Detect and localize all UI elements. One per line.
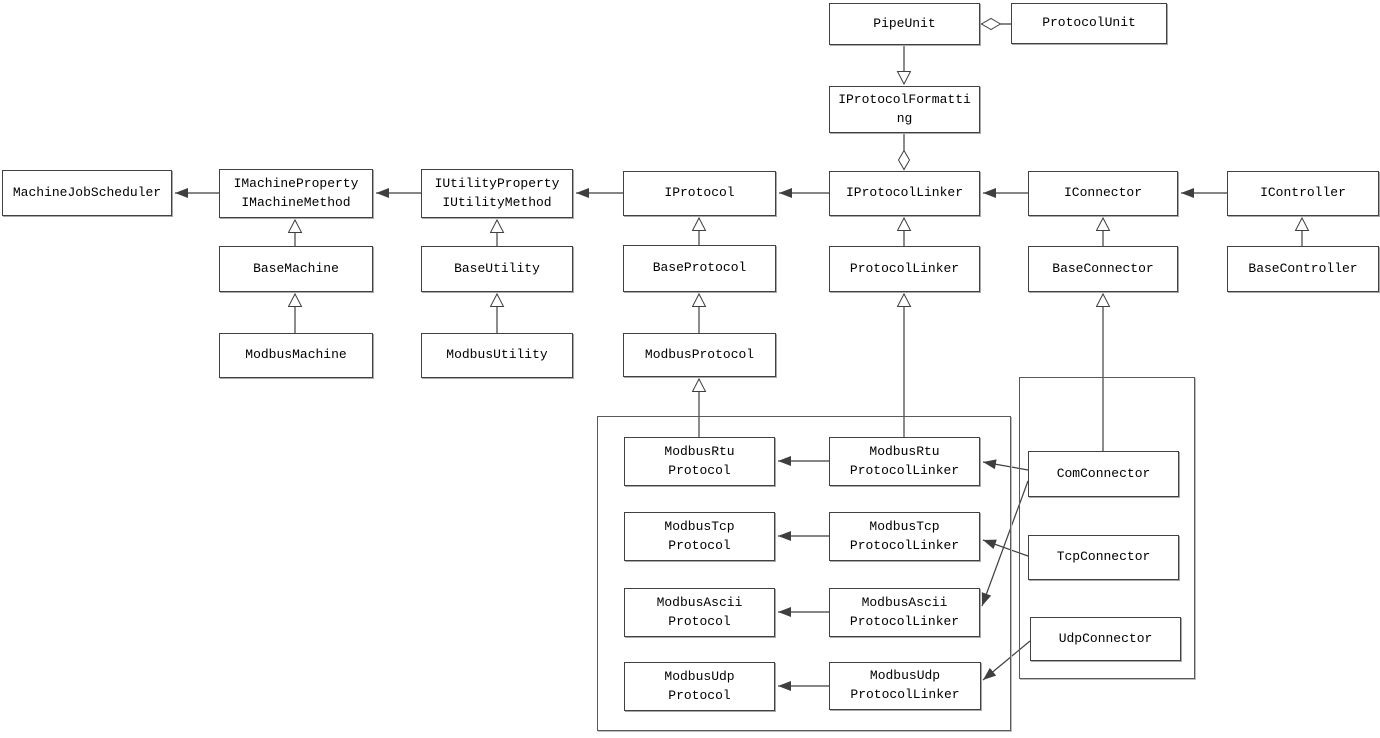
class-box-protocol-linker: ProtocolLinker	[829, 246, 980, 292]
class-box-modbus-rtu-protocol: ModbusRtu Protocol	[624, 437, 775, 486]
class-box-udp-connector: UdpConnector	[1030, 617, 1181, 661]
class-box-base-protocol: BaseProtocol	[623, 245, 776, 292]
class-box-iconnector: IConnector	[1028, 171, 1178, 216]
class-box-modbus-utility: ModbusUtility	[421, 333, 573, 378]
class-box-iprotocol-formatting: IProtocolFormatti ng	[829, 86, 980, 133]
group-modbus-protocol-group	[597, 416, 1011, 731]
edge-association-com-connector-to-modbus-rtu-protocol-linker	[982, 459, 1029, 471]
class-box-icontroller: IController	[1227, 171, 1379, 216]
class-box-com-connector: ComConnector	[1028, 451, 1179, 497]
edge-association-com-connector-to-modbus-ascii-protocol-linker	[981, 480, 1029, 607]
class-box-iprotocol: IProtocol	[623, 171, 776, 216]
class-box-modbus-udp-protocol: ModbusUdp Protocol	[624, 662, 775, 711]
class-box-modbus-ascii-protocol-linker: ModbusAscii ProtocolLinker	[829, 588, 980, 637]
class-box-iprotocol-linker: IProtocolLinker	[829, 171, 980, 216]
class-box-base-machine: BaseMachine	[219, 246, 373, 292]
class-box-modbus-machine: ModbusMachine	[219, 333, 373, 378]
class-box-machine-job-scheduler: MachineJobScheduler	[2, 170, 172, 216]
class-box-pipe-unit: PipeUnit	[829, 3, 980, 45]
group-connector-group	[1019, 377, 1195, 679]
class-box-modbus-tcp-protocol-linker: ModbusTcp ProtocolLinker	[829, 512, 980, 561]
class-box-protocol-unit: ProtocolUnit	[1011, 3, 1167, 44]
edge-association-udp-connector-to-modbus-udp-protocol-linker	[982, 640, 1031, 681]
class-box-modbus-protocol: ModbusProtocol	[623, 333, 776, 377]
class-box-iutility-property-method: IUtilityProperty IUtilityMethod	[421, 169, 573, 218]
class-box-modbus-tcp-protocol: ModbusTcp Protocol	[624, 512, 775, 561]
class-box-modbus-rtu-protocol-linker: ModbusRtu ProtocolLinker	[829, 437, 980, 486]
class-box-base-controller: BaseController	[1227, 246, 1379, 292]
edge-association-tcp-connector-to-modbus-tcp-protocol-linker	[982, 539, 1029, 557]
class-box-modbus-ascii-protocol: ModbusAscii Protocol	[624, 588, 775, 637]
class-box-imachine-property-method: IMachineProperty IMachineMethod	[219, 169, 373, 218]
class-box-base-utility: BaseUtility	[421, 246, 573, 292]
class-box-base-connector: BaseConnector	[1028, 246, 1178, 292]
class-box-modbus-udp-protocol-linker: ModbusUdp ProtocolLinker	[829, 662, 981, 710]
class-box-tcp-connector: TcpConnector	[1028, 535, 1179, 580]
